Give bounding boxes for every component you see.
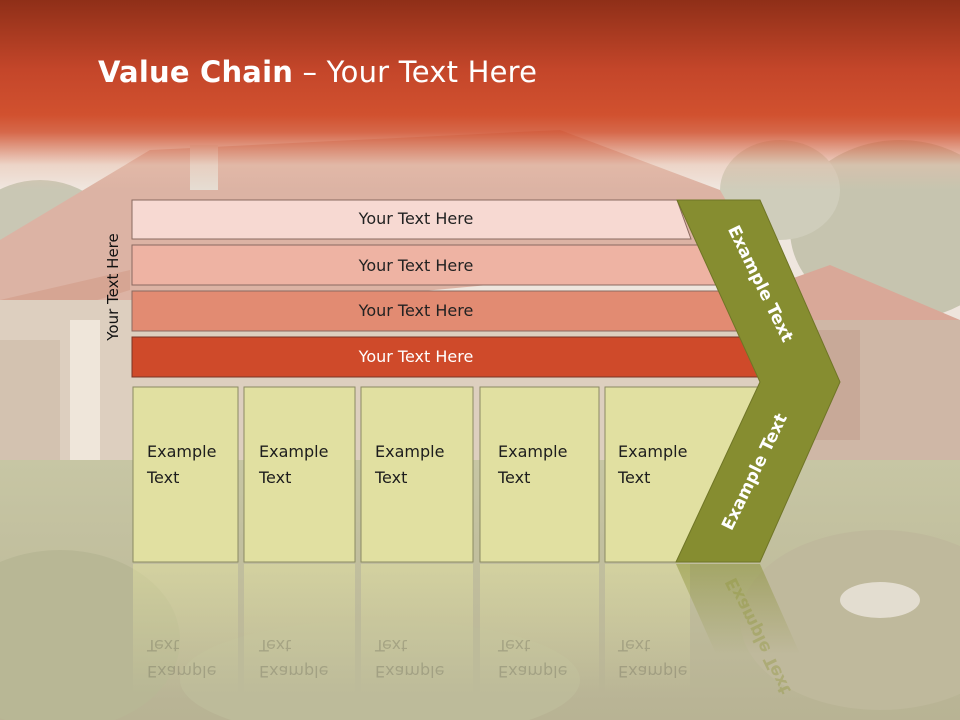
cell-reflection-5: [605, 564, 690, 694]
cell-reflection-label-1: Example Text: [147, 632, 216, 684]
cell-reflection-2: [244, 564, 355, 694]
row-bar-1[interactable]: [131, 199, 692, 240]
cell-reflection-label-1-line2: Text: [147, 636, 180, 655]
cell-reflection-label-5-line1: Example: [618, 662, 688, 681]
cell-reflection-label-4-line1: Example: [498, 662, 568, 681]
cell-label-2-line1: Example: [259, 442, 329, 461]
cell-reflection-4: [480, 564, 599, 694]
activity-cell-3[interactable]: [360, 386, 474, 563]
cell-reflection-3: [361, 564, 473, 694]
cell-reflection-label-2-line2: Text: [259, 636, 292, 655]
cell-label-4-line2: Text: [498, 468, 531, 487]
row-label-2: Your Text Here: [358, 256, 474, 275]
side-label: Your Text Here: [104, 233, 122, 341]
cell-label-3-line2: Text: [375, 468, 408, 487]
cell-reflection-label-3: Example Text: [375, 632, 444, 684]
cell-label-1-line1: Example: [147, 442, 217, 461]
chevron-reflection: [676, 564, 800, 654]
cell-reflection-label-5-line2: Text: [618, 636, 651, 655]
value-chevron[interactable]: [675, 199, 841, 563]
cell-reflection-1: [133, 564, 238, 694]
cell-reflection-label-3-line2: Text: [375, 636, 408, 655]
activity-cell-1[interactable]: [132, 386, 239, 563]
cell-reflection-label-4: Example Text: [498, 632, 567, 684]
cell-reflection-label-2: Example Text: [259, 632, 328, 684]
page-title: Value Chain – Your Text Here: [98, 55, 537, 89]
row-label-1: Your Text Here: [358, 209, 474, 228]
cell-reflection-label-1-line1: Example: [147, 662, 217, 681]
cell-label-1-line2: Text: [147, 468, 180, 487]
cell-label-5-line1: Example: [618, 442, 688, 461]
header-band: [0, 0, 960, 190]
row-label-4: Your Text Here: [358, 347, 474, 366]
cell-label-5-line2: Text: [618, 468, 651, 487]
activity-cell-2[interactable]: [243, 386, 356, 563]
cell-reflection-label-2-line1: Example: [259, 662, 329, 681]
cell-reflection-label-5: Example Text: [618, 632, 687, 684]
cell-label-3-line1: Example: [375, 442, 445, 461]
cell-label-2-line2: Text: [259, 468, 292, 487]
cell-reflection-label-4-line2: Text: [498, 636, 531, 655]
title-bold: Value Chain: [98, 55, 294, 89]
activity-cell-4[interactable]: [479, 386, 600, 563]
cell-label-4-line1: Example: [498, 442, 568, 461]
title-rest: – Your Text Here: [293, 55, 538, 89]
cell-reflection-label-3-line1: Example: [375, 662, 445, 681]
row-label-3: Your Text Here: [358, 301, 474, 320]
